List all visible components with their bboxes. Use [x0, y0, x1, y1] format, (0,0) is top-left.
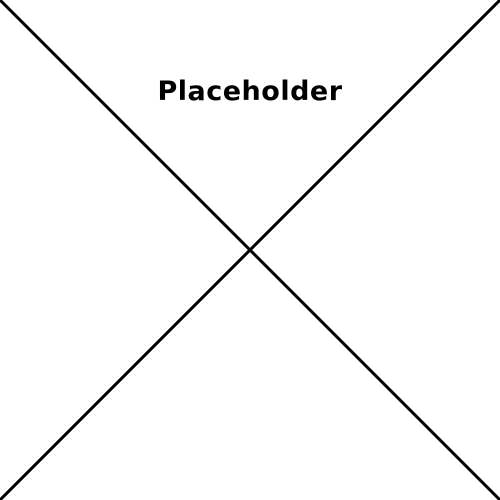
placeholder-label: Placeholder: [157, 76, 343, 107]
